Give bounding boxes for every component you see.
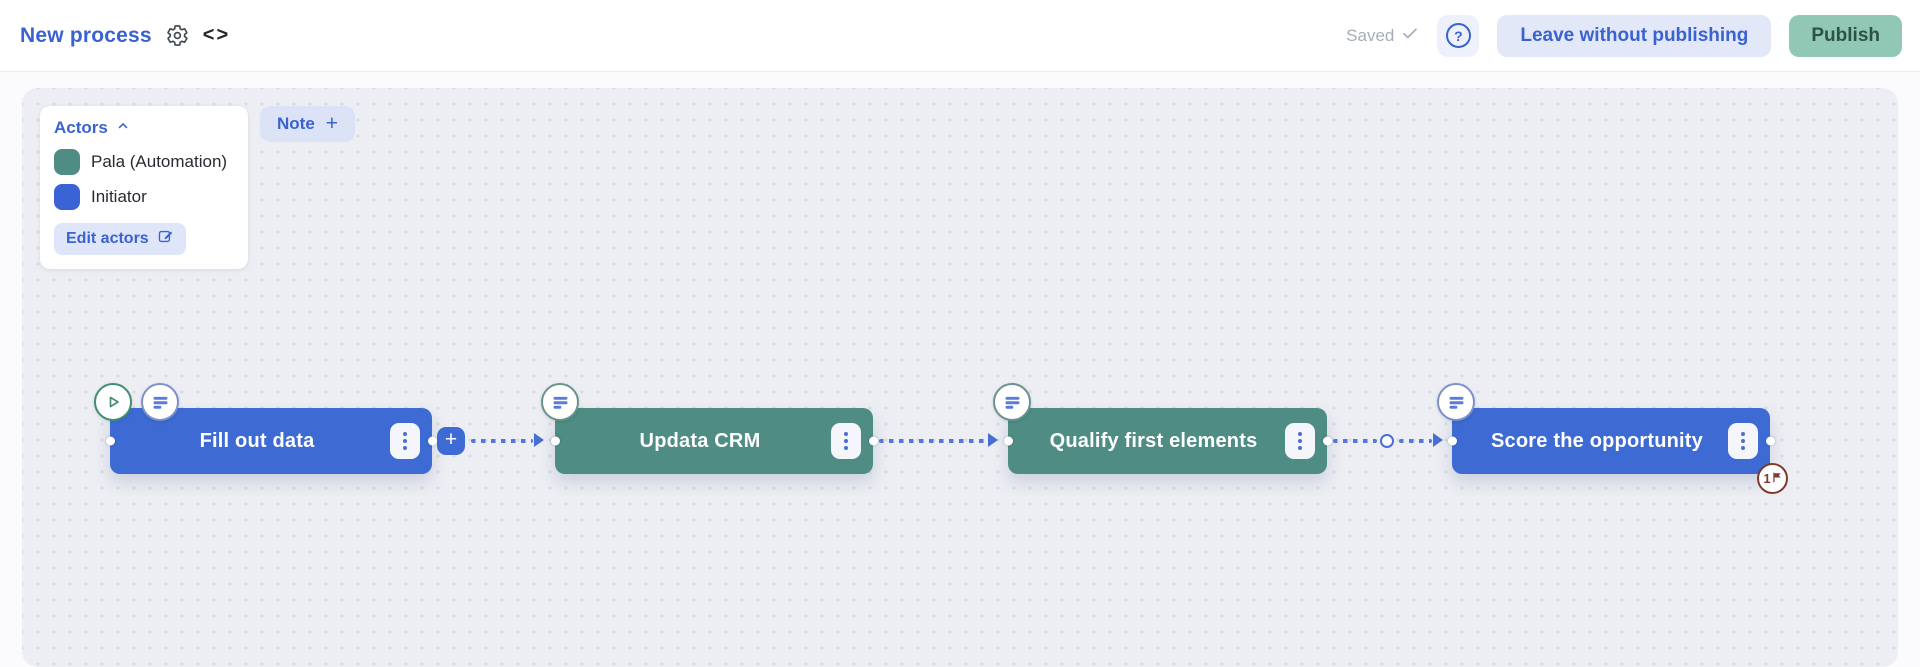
input-port[interactable] — [550, 436, 560, 446]
code-icon[interactable]: <> — [202, 24, 231, 46]
actors-panel-toggle[interactable]: Actors — [54, 118, 234, 138]
node-label: Updata CRM — [639, 429, 761, 452]
connector-dashed-line — [471, 439, 533, 443]
connector-dashed-line — [1333, 439, 1377, 443]
actor-name: Initiator — [91, 187, 147, 206]
insert-step-plus-button[interactable]: + — [437, 427, 465, 455]
form-icon[interactable] — [1437, 383, 1475, 421]
actor-color-swatch — [54, 184, 80, 210]
connector-arrowhead-icon — [534, 433, 544, 447]
saved-label: Saved — [1346, 25, 1395, 45]
actor-name: Pala (Automation) — [91, 152, 228, 171]
add-note-button[interactable]: Note + — [260, 106, 356, 142]
actors-panel-title: Actors — [54, 118, 108, 137]
chevron-up-icon — [116, 118, 130, 138]
form-icon[interactable] — [541, 383, 579, 421]
node-menu-kebab-icon[interactable] — [1285, 423, 1315, 459]
node-menu-kebab-icon[interactable] — [831, 423, 861, 459]
connector-midpoint-marker[interactable] — [1380, 434, 1394, 448]
output-port[interactable] — [868, 436, 878, 446]
output-port[interactable] — [1765, 436, 1775, 446]
output-port[interactable] — [427, 436, 437, 446]
connector-arrowhead-icon — [1433, 433, 1443, 447]
node-menu-kebab-icon[interactable] — [390, 423, 420, 459]
note-label: Note — [277, 114, 315, 133]
actor-row-initiator: Initiator — [54, 184, 234, 210]
edit-pencil-icon — [157, 228, 174, 250]
header-left: New process <> — [20, 24, 230, 48]
node-label: Qualify first elements — [1049, 429, 1258, 452]
form-icon[interactable] — [993, 383, 1031, 421]
leave-without-publishing-button[interactable]: Leave without publishing — [1497, 14, 1772, 57]
check-icon — [1401, 24, 1419, 47]
form-icon[interactable] — [141, 383, 179, 421]
header: New process <> Saved ? Leave without pub… — [0, 0, 1920, 72]
node-score-the-opportunity[interactable]: Score the opportunity — [1447, 408, 1775, 474]
connector-arrowhead-icon — [988, 433, 998, 447]
input-port[interactable] — [105, 436, 115, 446]
output-port[interactable] — [1322, 436, 1332, 446]
play-trigger-icon[interactable] — [94, 383, 132, 421]
process-canvas[interactable]: Actors Pala (Automation) Initiator Edit … — [22, 88, 1898, 667]
flag-count: 1 — [1763, 471, 1771, 486]
help-button[interactable]: ? — [1437, 14, 1480, 57]
node-label: Fill out data — [199, 429, 315, 452]
plus-icon: + — [325, 112, 339, 135]
node-menu-kebab-icon[interactable] — [1728, 423, 1758, 459]
node-updata-crm[interactable]: Updata CRM — [550, 408, 878, 474]
connector-dashed-line — [879, 439, 987, 443]
edit-actors-label: Edit actors — [66, 230, 149, 247]
page-title: New process — [20, 23, 152, 47]
actor-row-automation: Pala (Automation) — [54, 149, 234, 175]
edit-actors-button[interactable]: Edit actors — [54, 223, 186, 255]
question-icon: ? — [1445, 23, 1471, 48]
node-fill-out-data[interactable]: Fill out data — [105, 408, 437, 474]
settings-gear-icon[interactable] — [166, 24, 189, 47]
publish-button[interactable]: Publish — [1789, 14, 1902, 57]
connector-dashed-line — [1399, 439, 1432, 443]
input-port[interactable] — [1447, 436, 1457, 446]
actors-panel: Actors Pala (Automation) Initiator Edit … — [40, 106, 248, 269]
header-right: Saved ? Leave without publishing Publish — [1346, 14, 1902, 57]
flag-icon — [1772, 471, 1782, 486]
flag-count-badge[interactable]: 1 — [1757, 463, 1788, 494]
node-qualify-first-elements[interactable]: Qualify first elements — [1003, 408, 1332, 474]
input-port[interactable] — [1003, 436, 1013, 446]
node-label: Score the opportunity — [1491, 429, 1703, 452]
saved-status: Saved — [1346, 24, 1419, 47]
actor-color-swatch — [54, 149, 80, 175]
